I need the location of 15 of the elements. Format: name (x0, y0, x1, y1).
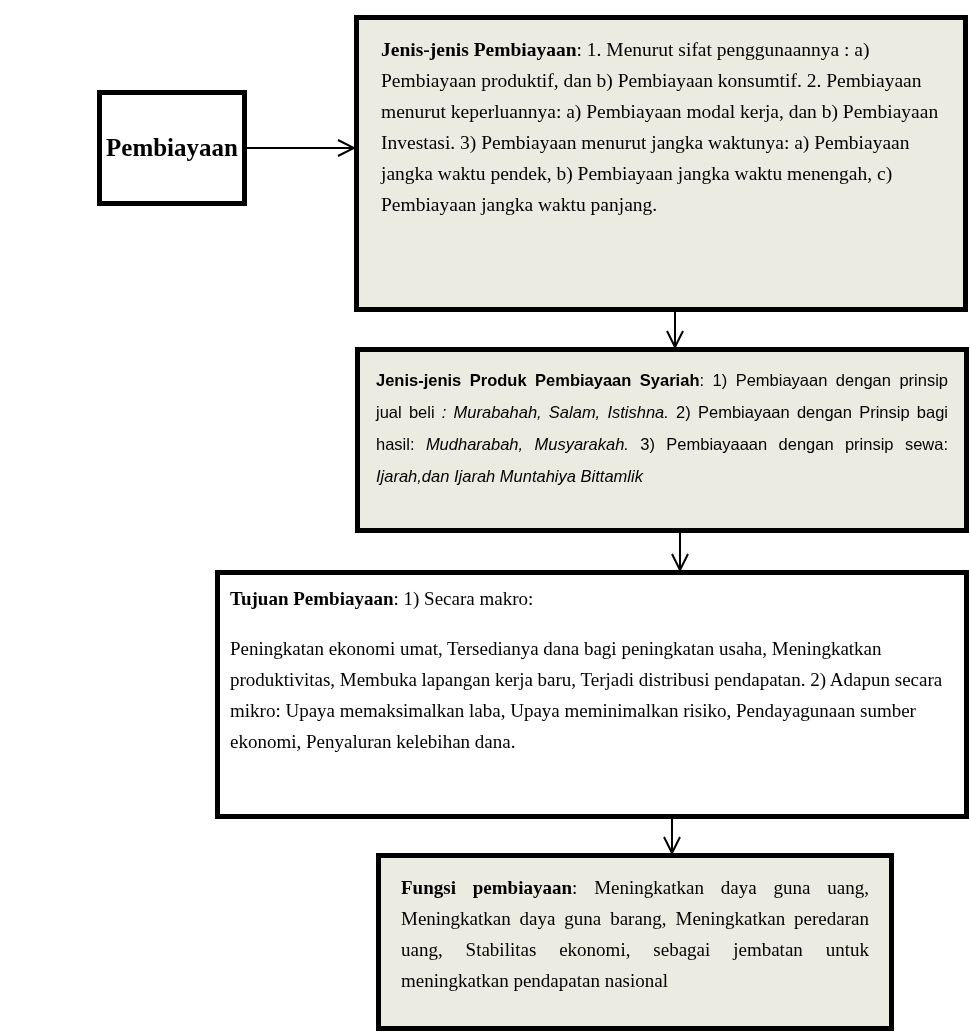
arrow (663, 818, 681, 854)
text-box (354, 15, 968, 312)
text-box (215, 570, 969, 819)
text-box (355, 347, 969, 533)
box-text: Peningkatan ekonomi umat, Tersedianya dana bagi peningkatan usaha, Meningkatkan produktivitas, Membuka lapangan kerja baru, Terjadi distribusi pendapatan. 2) Adapun secara mikro: Upaya memaksimalkan laba, Upaya meminimalkan risiko, Pendayagunaan sumber ekonomi, Penyaluran kelebihan dana. (230, 637, 944, 754)
text-box (97, 90, 247, 206)
box-text: Jenis-jenis Pembiayaan: 1. Menurut sifat penggunaannya : a) Pembiayaan produktif, dan b) Pembiayaan konsumtif. 2. Pembiayaan menurut keperluannya: a) Pembiayaan modal kerja, dan b) Pembiayaan Investasi. 3) Pembiayaan menurut jangka waktunya: a) Pembiayaan jangka waktu pendek, b) Pembiayaan jangka waktu menengah, c) Pembiayaan jangka waktu panjang. (381, 38, 940, 217)
arrow (246, 139, 355, 157)
box-text: Fungsi pembiayaan: Meningkatkan daya guna uang, Meningkatkan daya guna barang, Meningkatkan peredaran uang, Stabilitas ekonomi, sebagai jembatan untuk meningkatkan pendapatan nasional (401, 876, 869, 993)
text-box (376, 853, 894, 1031)
arrow (666, 311, 684, 348)
box-text: Jenis-jenis Produk Pembiayaan Syariah: 1) Pembiayaan dengan prinsip jual beli : Murabahah, Salam, Istishna. 2) Pembiayaan dengan Prinsip bagi hasil: Mudharabah, Musyarakah. 3) Pembiayaaan dengan prinsip sewa: Ijarah,dan Ijarah Muntahiya Bittamlik (376, 370, 948, 487)
box-text: Pembiayaan (106, 133, 238, 164)
arrow (671, 532, 689, 571)
box-heading: Tujuan Pembiayaan: 1) Secara makro: (230, 587, 535, 611)
